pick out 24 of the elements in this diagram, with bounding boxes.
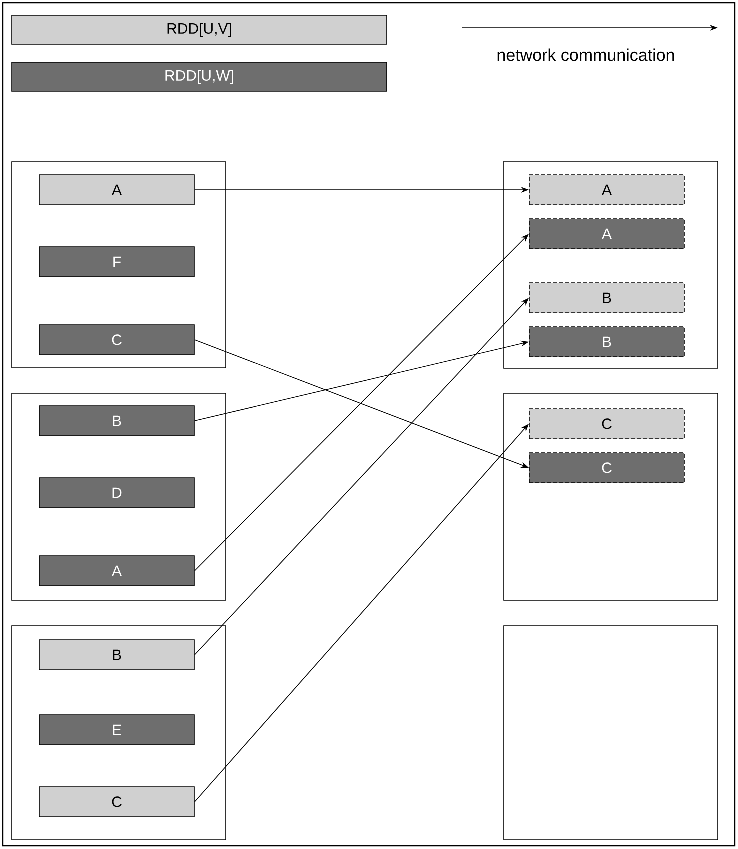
record-box: B (39, 640, 195, 670)
record-box: C (529, 408, 685, 440)
record-box: D (39, 478, 195, 508)
record-box: C (39, 324, 195, 356)
record-box: C (529, 452, 685, 484)
record-box: A (39, 174, 195, 206)
record-box: A (529, 174, 685, 206)
record-box: B (529, 282, 685, 314)
legend-text: network communication (498, 48, 674, 62)
record-box: E (39, 714, 195, 746)
partition-box (12, 626, 226, 840)
record-box: A (39, 556, 195, 586)
legend-bar: RDD[U,W] (12, 62, 388, 92)
record-box: A (529, 218, 685, 250)
record-box: F (39, 246, 195, 278)
partition-box (504, 626, 718, 840)
record-box: B (39, 406, 195, 436)
partition-box (504, 393, 718, 601)
legend-bar: RDD[U,V] (12, 15, 388, 45)
partition-box (12, 393, 226, 601)
record-box: C (39, 786, 195, 818)
partition-box (12, 162, 226, 368)
record-box: B (529, 326, 685, 358)
partition-box (504, 161, 718, 369)
